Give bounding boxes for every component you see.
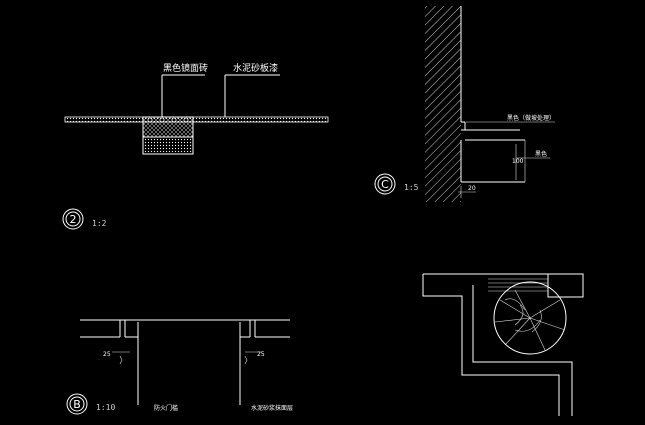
dim-100: 100 [512, 158, 524, 165]
note-black: 黑色 [535, 150, 547, 158]
detail-tag-c: C [381, 178, 389, 191]
scale-2: 1:2 [92, 219, 107, 228]
detail-wall-section: 黑色（做坡处理） 黑色 100 20 C 1:5 [374, 6, 555, 202]
detail-tag-circle-c [374, 173, 396, 195]
scale-b: 1:10 [96, 403, 115, 412]
label-black-tile: 黑色镜面砖 [163, 62, 208, 74]
post-block [547, 273, 584, 298]
detail-door-threshold: 25 25 防火门槛 水泥砂浆抹面层 B 1:10 [66, 319, 293, 415]
detail-planter-plan [422, 273, 584, 416]
detail-tag-circle-b [66, 393, 88, 415]
dim-left-25: 25 [103, 351, 111, 358]
mortar-bed [142, 136, 194, 155]
floor-slab [64, 116, 329, 123]
detail-tag-2: 2 [70, 213, 77, 226]
scale-c: 1:5 [404, 183, 419, 192]
black-tile [142, 116, 194, 138]
plant-icon [493, 281, 567, 355]
label-cement-finish: 水泥砂板漆 [233, 62, 278, 74]
wall-hatch [425, 6, 461, 202]
detail-tag-b: B [73, 398, 81, 411]
label-cement-layer: 水泥砂浆抹面层 [251, 404, 293, 412]
label-fire-threshold: 防火门槛 [154, 404, 178, 412]
detail-tag-circle-2 [62, 208, 84, 230]
dim-right-25: 25 [257, 351, 265, 358]
note-slope: 黑色（做坡处理） [507, 114, 555, 122]
dim-20: 20 [468, 185, 476, 192]
detail-floor-section: 黑色镜面砖 水泥砂板漆 2 1:2 [62, 62, 329, 230]
